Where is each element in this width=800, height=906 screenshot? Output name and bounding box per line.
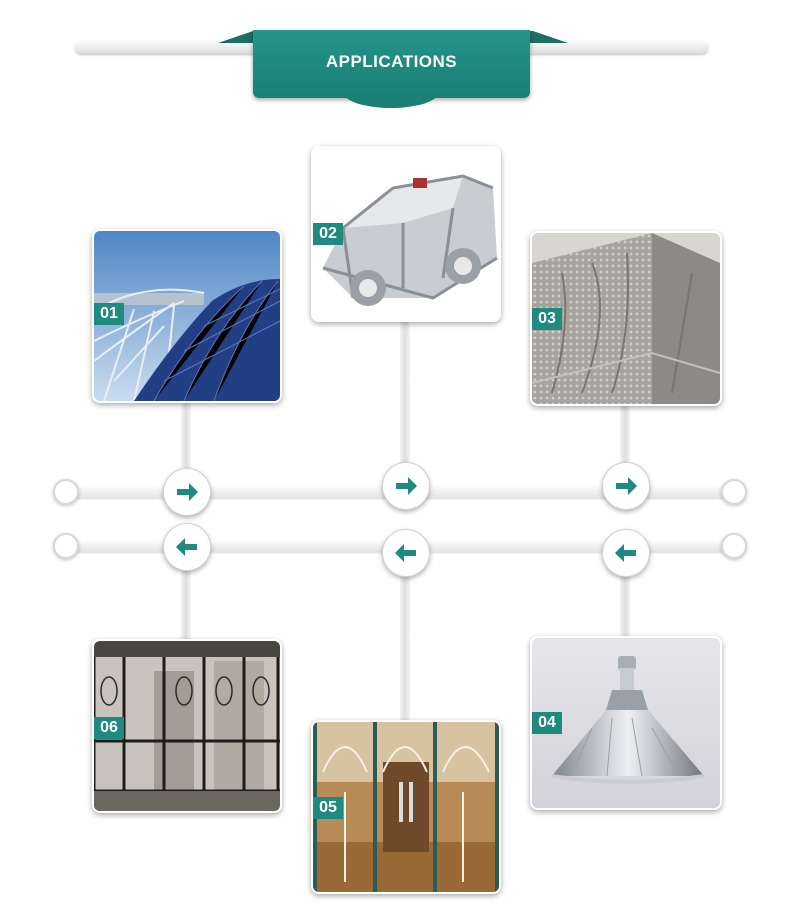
arrow-node-3[interactable] [602, 462, 650, 510]
connector-02 [400, 318, 410, 486]
rail-end-right-top [721, 479, 747, 505]
arrow-left-icon [395, 544, 416, 562]
pendant-lamp-image [532, 638, 720, 808]
application-card-02[interactable]: 02 [311, 146, 501, 322]
car-body-frame-image [313, 148, 499, 320]
rail-end-right-bottom [721, 533, 747, 559]
rail-end-left-bottom [53, 533, 79, 559]
arrow-right-icon [177, 483, 198, 501]
card-number-badge: 05 [313, 797, 343, 819]
connector-05 [400, 552, 410, 722]
glass-doors-image [313, 722, 499, 892]
banner-tail [343, 92, 439, 108]
application-card-05[interactable]: 05 [311, 720, 501, 894]
connector-03 [620, 402, 630, 486]
card-number-badge: 02 [313, 223, 343, 245]
card-number-badge: 06 [94, 717, 124, 739]
arrow-node-1[interactable] [163, 468, 211, 516]
page-title: APPLICATIONS [325, 52, 458, 71]
application-card-06[interactable]: 06 [92, 639, 282, 813]
arrow-node-5[interactable] [382, 529, 430, 577]
arrow-node-6[interactable] [602, 529, 650, 577]
rail-end-left-top [53, 479, 79, 505]
connector-06 [181, 546, 191, 642]
window-grilles-image [94, 641, 280, 811]
connector-04 [620, 552, 630, 638]
arrow-right-icon [616, 477, 637, 495]
application-card-04[interactable]: 04 [530, 636, 722, 810]
card-number-badge: 03 [532, 308, 562, 330]
arrow-node-2[interactable] [382, 462, 430, 510]
header-banner [253, 30, 530, 98]
arrow-right-icon [396, 477, 417, 495]
connector-01 [181, 400, 191, 490]
card-number-badge: 01 [94, 303, 124, 325]
arrow-node-4[interactable] [163, 523, 211, 571]
arrow-left-icon [615, 544, 636, 562]
arrow-left-icon [176, 538, 197, 556]
card-number-badge: 04 [532, 712, 562, 734]
application-card-03[interactable]: 03 [530, 231, 722, 406]
perforated-facade-image [532, 233, 720, 404]
solar-panel-roof-image [94, 231, 280, 401]
application-card-01[interactable]: 01 [92, 229, 282, 403]
